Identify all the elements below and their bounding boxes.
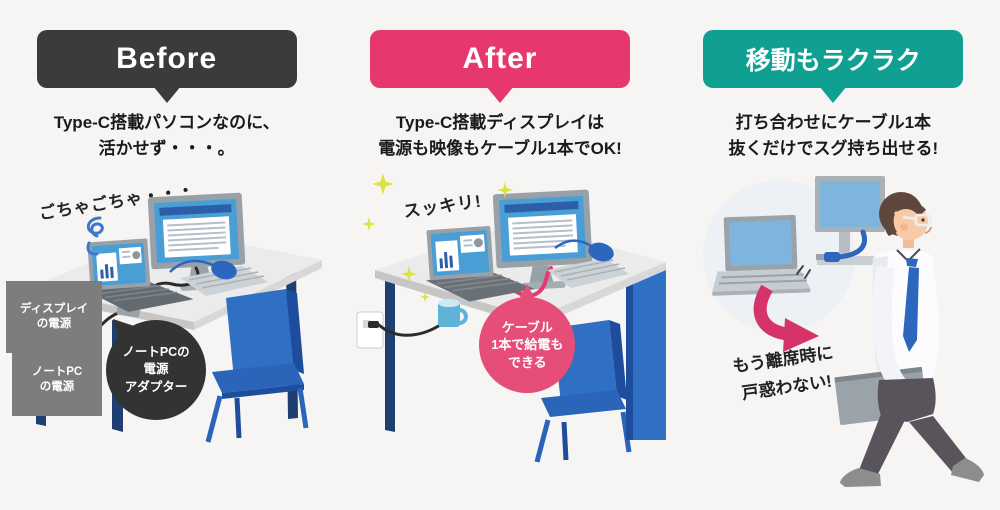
before-illustration — [28, 192, 322, 443]
display-power-tag: ディスプレイ の電源 — [6, 281, 102, 363]
squiggle-icon — [86, 216, 104, 256]
mouse — [554, 239, 615, 262]
usb-c-cable — [815, 229, 867, 262]
after-caption: Type-C搭載ディスプレイは 電源も映像もケーブル1本でOK! — [378, 113, 622, 158]
laptop-power-tag-pointer — [40, 335, 54, 345]
adapter-bubble-label: ノートPCの 電源 アダプター — [122, 344, 190, 394]
cable-bubble-pointer — [519, 284, 536, 299]
before-badge-pointer — [152, 86, 181, 103]
laptop-power-tag: ノートPC の電源 — [12, 335, 102, 417]
cable-bubble-label: ケーブル 1本で給電も できる — [491, 319, 564, 370]
adapter-bubble: ノートPCの 電源 アダプター — [106, 311, 206, 420]
before-caption: Type-C搭載パソコンなのに、 活かせず・・・。 — [53, 113, 280, 158]
laptop-power-tag-label: ノートPC の電源 — [31, 365, 83, 394]
unplug-motion-lines — [795, 265, 811, 279]
sparkle-icons — [362, 173, 514, 302]
after-badge-label: After — [462, 42, 538, 75]
wall-outlet — [356, 311, 449, 349]
mobility-badge: 移動もラクラク — [703, 30, 964, 103]
after-badge-pointer — [485, 86, 514, 103]
mouse — [169, 259, 237, 280]
panel-before: Before Type-C搭載パソコンなのに、 活かせず・・・。 — [0, 0, 333, 510]
monitor — [814, 176, 887, 265]
mobility-badge-pointer — [819, 86, 848, 103]
cable-bubble: ケーブル 1本で給電も できる — [479, 284, 576, 393]
keyboard — [547, 258, 630, 288]
mobility-badge-label: 移動もラクラク — [745, 47, 921, 75]
before-badge-label: Before — [116, 42, 218, 75]
panel-after: After Type-C搭載ディスプレイは 電源も映像もケーブル1本でOK! — [333, 0, 667, 510]
after-badge: After — [369, 30, 630, 103]
panel-mobility: 移動もラクラク 打ち合わせにケーブル1本 抜くだけでスグ持ち出せる! — [667, 0, 1000, 510]
before-badge: Before — [36, 30, 297, 103]
businessman — [834, 192, 984, 487]
unplug-arrow-icon — [753, 284, 819, 352]
laptop-pc — [86, 238, 194, 312]
laptop-pc — [711, 214, 810, 296]
display-power-tag-label: ディスプレイ の電源 — [19, 302, 89, 331]
laptop-pc — [426, 225, 536, 302]
chair — [205, 289, 309, 443]
mobility-caption: 打ち合わせにケーブル1本 抜くだけでスグ持ち出せる! — [728, 113, 939, 158]
mobility-illustration — [702, 176, 984, 487]
coffee-mug — [438, 299, 469, 327]
